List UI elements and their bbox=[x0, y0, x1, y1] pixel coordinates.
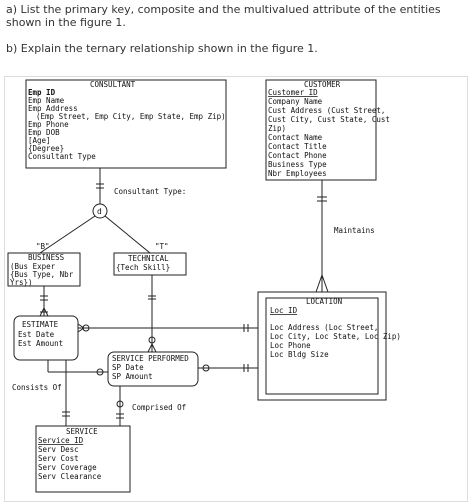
customer-line: Nbr Employees bbox=[268, 169, 327, 178]
consultant-line: (Emp Street, Emp City, Emp State, Emp Zi… bbox=[36, 112, 226, 121]
consultant-line: Emp DOB bbox=[28, 128, 60, 137]
location-line: Loc Address (Loc Street, bbox=[270, 323, 378, 332]
disjoint-circle bbox=[92, 203, 108, 219]
location-line: Loc Bldg Size bbox=[270, 350, 329, 359]
location-line: Loc ID bbox=[270, 306, 298, 315]
disjoint-label: d bbox=[97, 207, 102, 216]
customer-line: Customer ID bbox=[268, 88, 318, 97]
location-title: LOCATION bbox=[306, 297, 342, 306]
consultant-line: Emp Name bbox=[28, 96, 65, 105]
technical-title: TECHNICAL bbox=[128, 254, 169, 263]
location-entity bbox=[265, 297, 379, 395]
technical-tag: "T" bbox=[155, 242, 169, 251]
service-entity bbox=[35, 425, 131, 493]
customer-line: Business Type bbox=[268, 160, 327, 169]
customer-line: Contact Name bbox=[268, 133, 323, 142]
service-performed-line: SP Date bbox=[112, 363, 144, 372]
service-line: Serv Desc bbox=[38, 445, 79, 454]
consultant-line: {Degree} bbox=[28, 144, 64, 153]
business-line: {Bus Type, Nbr bbox=[10, 270, 74, 279]
location-line: Loc Phone bbox=[270, 341, 311, 350]
service-line: Service ID bbox=[38, 436, 84, 445]
consultant-title: CONSULTANT bbox=[90, 80, 136, 89]
consultant-line: Consultant Type bbox=[28, 152, 96, 161]
business-line: (Bus Exper bbox=[10, 262, 56, 271]
location-line: Loc City, Loc State, Loc Zip) bbox=[270, 332, 401, 341]
consultant-line: Emp ID bbox=[28, 88, 56, 97]
service-performed-title: SERVICE PERFORMED bbox=[112, 354, 189, 363]
service-line: Serv Cost bbox=[38, 454, 79, 463]
estimate-line: Est Date bbox=[18, 330, 55, 339]
comprised-of-label: Comprised Of bbox=[132, 403, 186, 412]
service-title: SERVICE bbox=[66, 427, 98, 436]
maintains-label: Maintains bbox=[334, 226, 375, 235]
service-line: Serv Coverage bbox=[38, 463, 97, 472]
business-title: BUSINESS bbox=[28, 253, 65, 262]
customer-line: Contact Phone bbox=[268, 151, 327, 160]
customer-line: Cust City, Cust State, Cust bbox=[268, 115, 390, 124]
service-performed-line: SP Amount bbox=[112, 372, 153, 381]
customer-title: CUSTOMER bbox=[304, 80, 341, 89]
consists-of-label: Consists Of bbox=[12, 383, 62, 392]
service-performed-entity bbox=[107, 351, 199, 387]
consultant-type-label: Consultant Type: bbox=[114, 187, 186, 196]
customer-line: Cust Address (Cust Street, bbox=[268, 106, 385, 115]
service-line: Serv Clearance bbox=[38, 472, 102, 481]
customer-line: Zip) bbox=[268, 124, 286, 133]
estimate-line: Est Amount bbox=[18, 339, 63, 348]
customer-line: Contact Title bbox=[268, 142, 327, 151]
customer-entity bbox=[265, 79, 377, 181]
business-tag: "B" bbox=[36, 242, 50, 251]
customer-line: Company Name bbox=[268, 97, 323, 106]
estimate-entity bbox=[13, 315, 79, 361]
technical-line: {Tech Skill} bbox=[116, 263, 170, 272]
consultant-line: [Age] bbox=[28, 136, 51, 145]
consultant-line: Emp Phone bbox=[28, 120, 69, 129]
question-b: b) Explain the ternary relationship show… bbox=[6, 42, 318, 55]
figure-frame bbox=[4, 76, 468, 502]
consultant-line: Emp Address bbox=[28, 104, 78, 113]
estimate-title: ESTIMATE bbox=[22, 320, 59, 329]
question-a: a) List the primary key, composite and t… bbox=[6, 3, 441, 29]
business-line: Yrs}) bbox=[10, 278, 33, 287]
consultant-entity bbox=[25, 79, 227, 169]
